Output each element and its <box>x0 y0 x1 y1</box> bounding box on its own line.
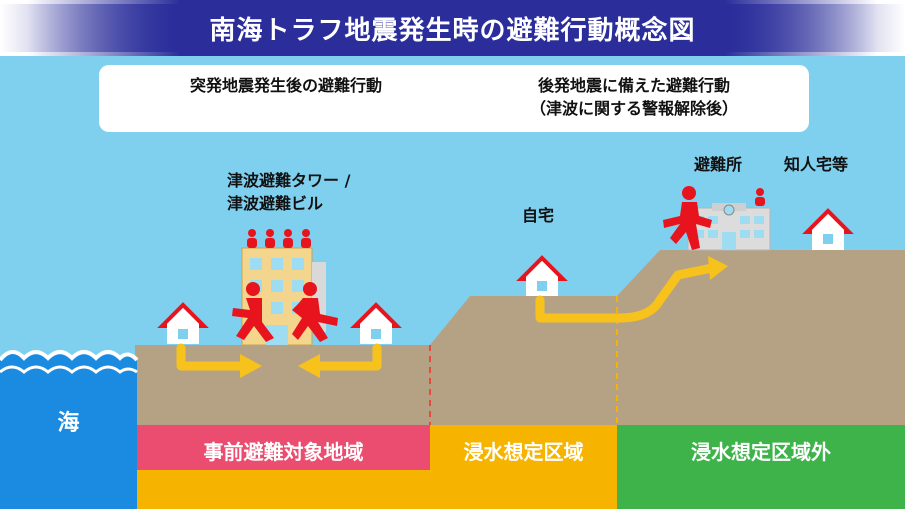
runner-red-right <box>292 282 338 342</box>
tower-label-line2: 津波避難ビル <box>227 194 324 213</box>
shelter-building <box>687 188 771 251</box>
ground <box>135 250 905 425</box>
house-home <box>516 255 568 296</box>
page-title: 南海トラフ地震発生時の避難行動概念図 <box>209 16 696 46</box>
sea-foam <box>0 350 139 362</box>
zone-outside-bar <box>617 425 905 509</box>
zone-flood-label: 浸水想定区域 <box>463 440 584 464</box>
zone-advance-bar <box>137 425 430 470</box>
house-acquaintance <box>802 208 854 250</box>
legend-blue-label-line1: 後発地震に備えた避難行動 <box>538 76 731 95</box>
zone-advance-bar-lower <box>137 470 430 509</box>
legend-blue-label-line2: （津波に関する警報解除後） <box>530 99 739 118</box>
zone-advance-label: 事前避難対象地域 <box>203 440 364 464</box>
sea-wave <box>0 351 137 509</box>
runner-red-left <box>232 282 274 342</box>
house-right <box>350 302 402 344</box>
path-arrows <box>176 263 717 371</box>
zone-flood-bar <box>430 425 617 509</box>
runner-red-shelter <box>663 186 712 250</box>
legend <box>99 65 809 132</box>
tower-label-line1: 津波避難タワー / <box>227 171 351 190</box>
house-left <box>157 302 209 344</box>
title-bar: 南海トラフ地震発生時の避難行動概念図 <box>0 0 905 56</box>
acquaintance-label: 知人宅等 <box>784 155 849 174</box>
legend-red-label: 突発地震発生後の避難行動 <box>190 76 383 95</box>
path-arrowheads <box>240 256 728 378</box>
sea-label: 海 <box>57 411 80 436</box>
shelter-label: 避難所 <box>694 155 743 174</box>
sea-foam-2 <box>0 365 138 374</box>
home-label: 自宅 <box>522 206 555 225</box>
zone-outside-label: 浸水想定区域外 <box>691 440 831 464</box>
